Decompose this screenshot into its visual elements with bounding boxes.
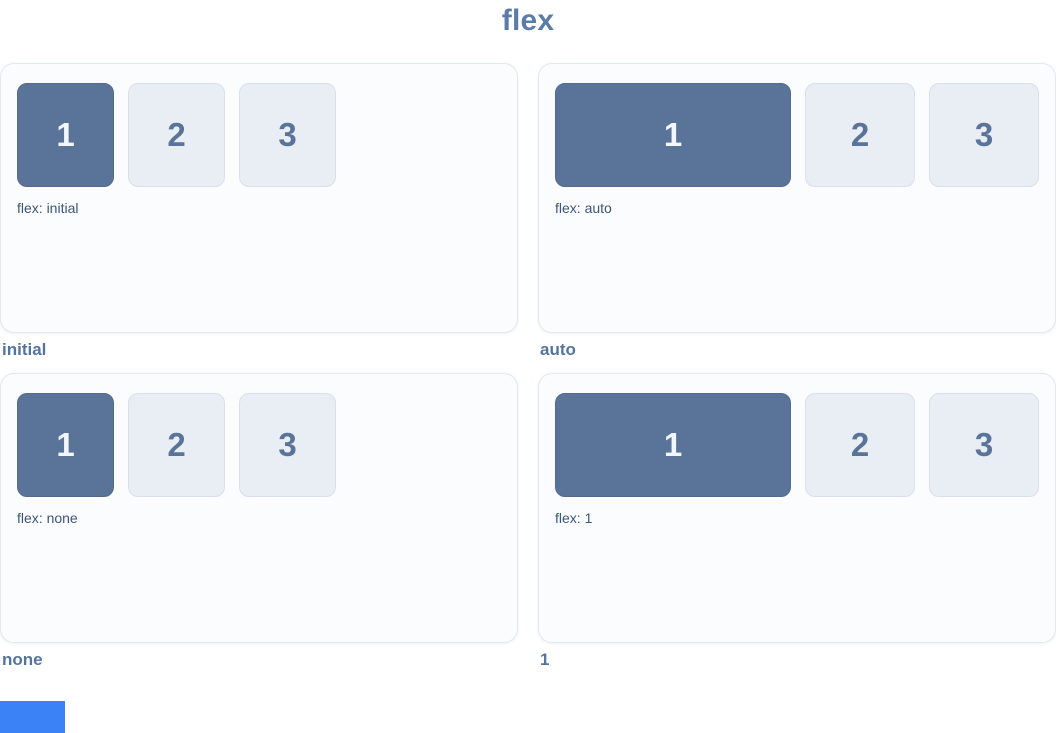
panel-caption: initial [2, 340, 47, 359]
bottom-left-blue-box [0, 701, 65, 733]
flex-item-3: 3 [239, 83, 336, 187]
flex-item-1: 1 [555, 393, 791, 497]
flex-item-2: 2 [805, 393, 915, 497]
flex-item-2: 2 [128, 83, 225, 187]
flex-value-label: flex: initial [17, 200, 79, 216]
panel-caption: 1 [540, 650, 550, 669]
flex-value-label: flex: none [17, 510, 78, 526]
flex-item-3: 3 [929, 393, 1039, 497]
page-title: flex [501, 4, 555, 37]
flex-item-2: 2 [128, 393, 225, 497]
flex-item-3: 3 [929, 83, 1039, 187]
flex-value-label: flex: 1 [555, 510, 593, 526]
flex-item-1: 1 [17, 393, 114, 497]
panel-caption: auto [540, 340, 576, 359]
flex-item-1: 1 [555, 83, 791, 187]
flex-item-1: 1 [17, 83, 114, 187]
flex-value-label: flex: auto [555, 200, 612, 216]
panel-caption: none [2, 650, 43, 669]
flex-item-2: 2 [805, 83, 915, 187]
flex-item-3: 3 [239, 393, 336, 497]
